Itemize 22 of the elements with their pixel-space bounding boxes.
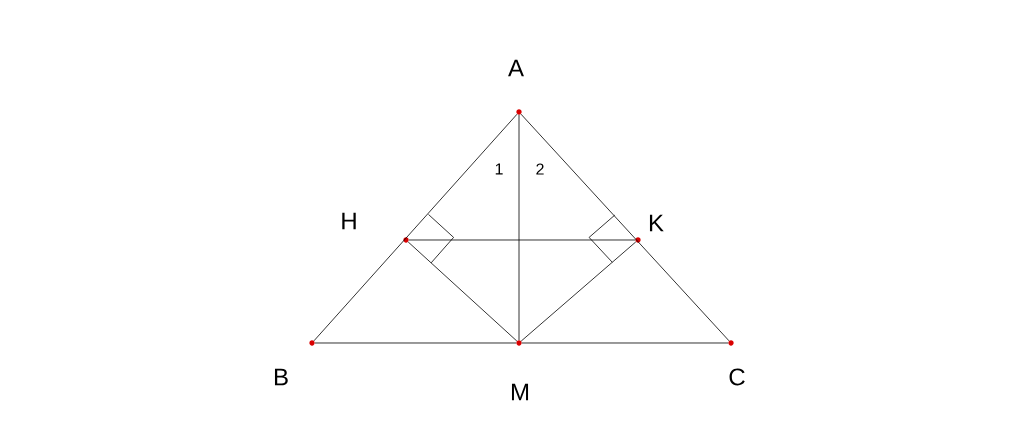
line-segment	[313, 113, 518, 342]
point: C	[728, 340, 745, 386]
point: M	[512, 340, 529, 401]
line-segment	[407, 241, 518, 342]
line-segment	[521, 342, 729, 344]
line-segment	[518, 114, 520, 341]
angle-label: 2	[536, 163, 544, 175]
point: A	[508, 59, 524, 115]
node-label: K	[649, 214, 664, 232]
point: H	[342, 212, 409, 243]
node-label: M	[511, 383, 529, 401]
node-label: C	[729, 368, 745, 386]
line-segment	[520, 241, 637, 342]
node-label: B	[274, 368, 288, 386]
point: B	[274, 340, 315, 386]
line-segment	[314, 342, 517, 344]
line-segment	[520, 113, 730, 342]
point: K	[635, 214, 664, 243]
line-segment	[408, 239, 636, 241]
node-label: H	[342, 212, 356, 230]
angle-label: 1	[495, 163, 503, 175]
node-label: A	[508, 59, 524, 77]
